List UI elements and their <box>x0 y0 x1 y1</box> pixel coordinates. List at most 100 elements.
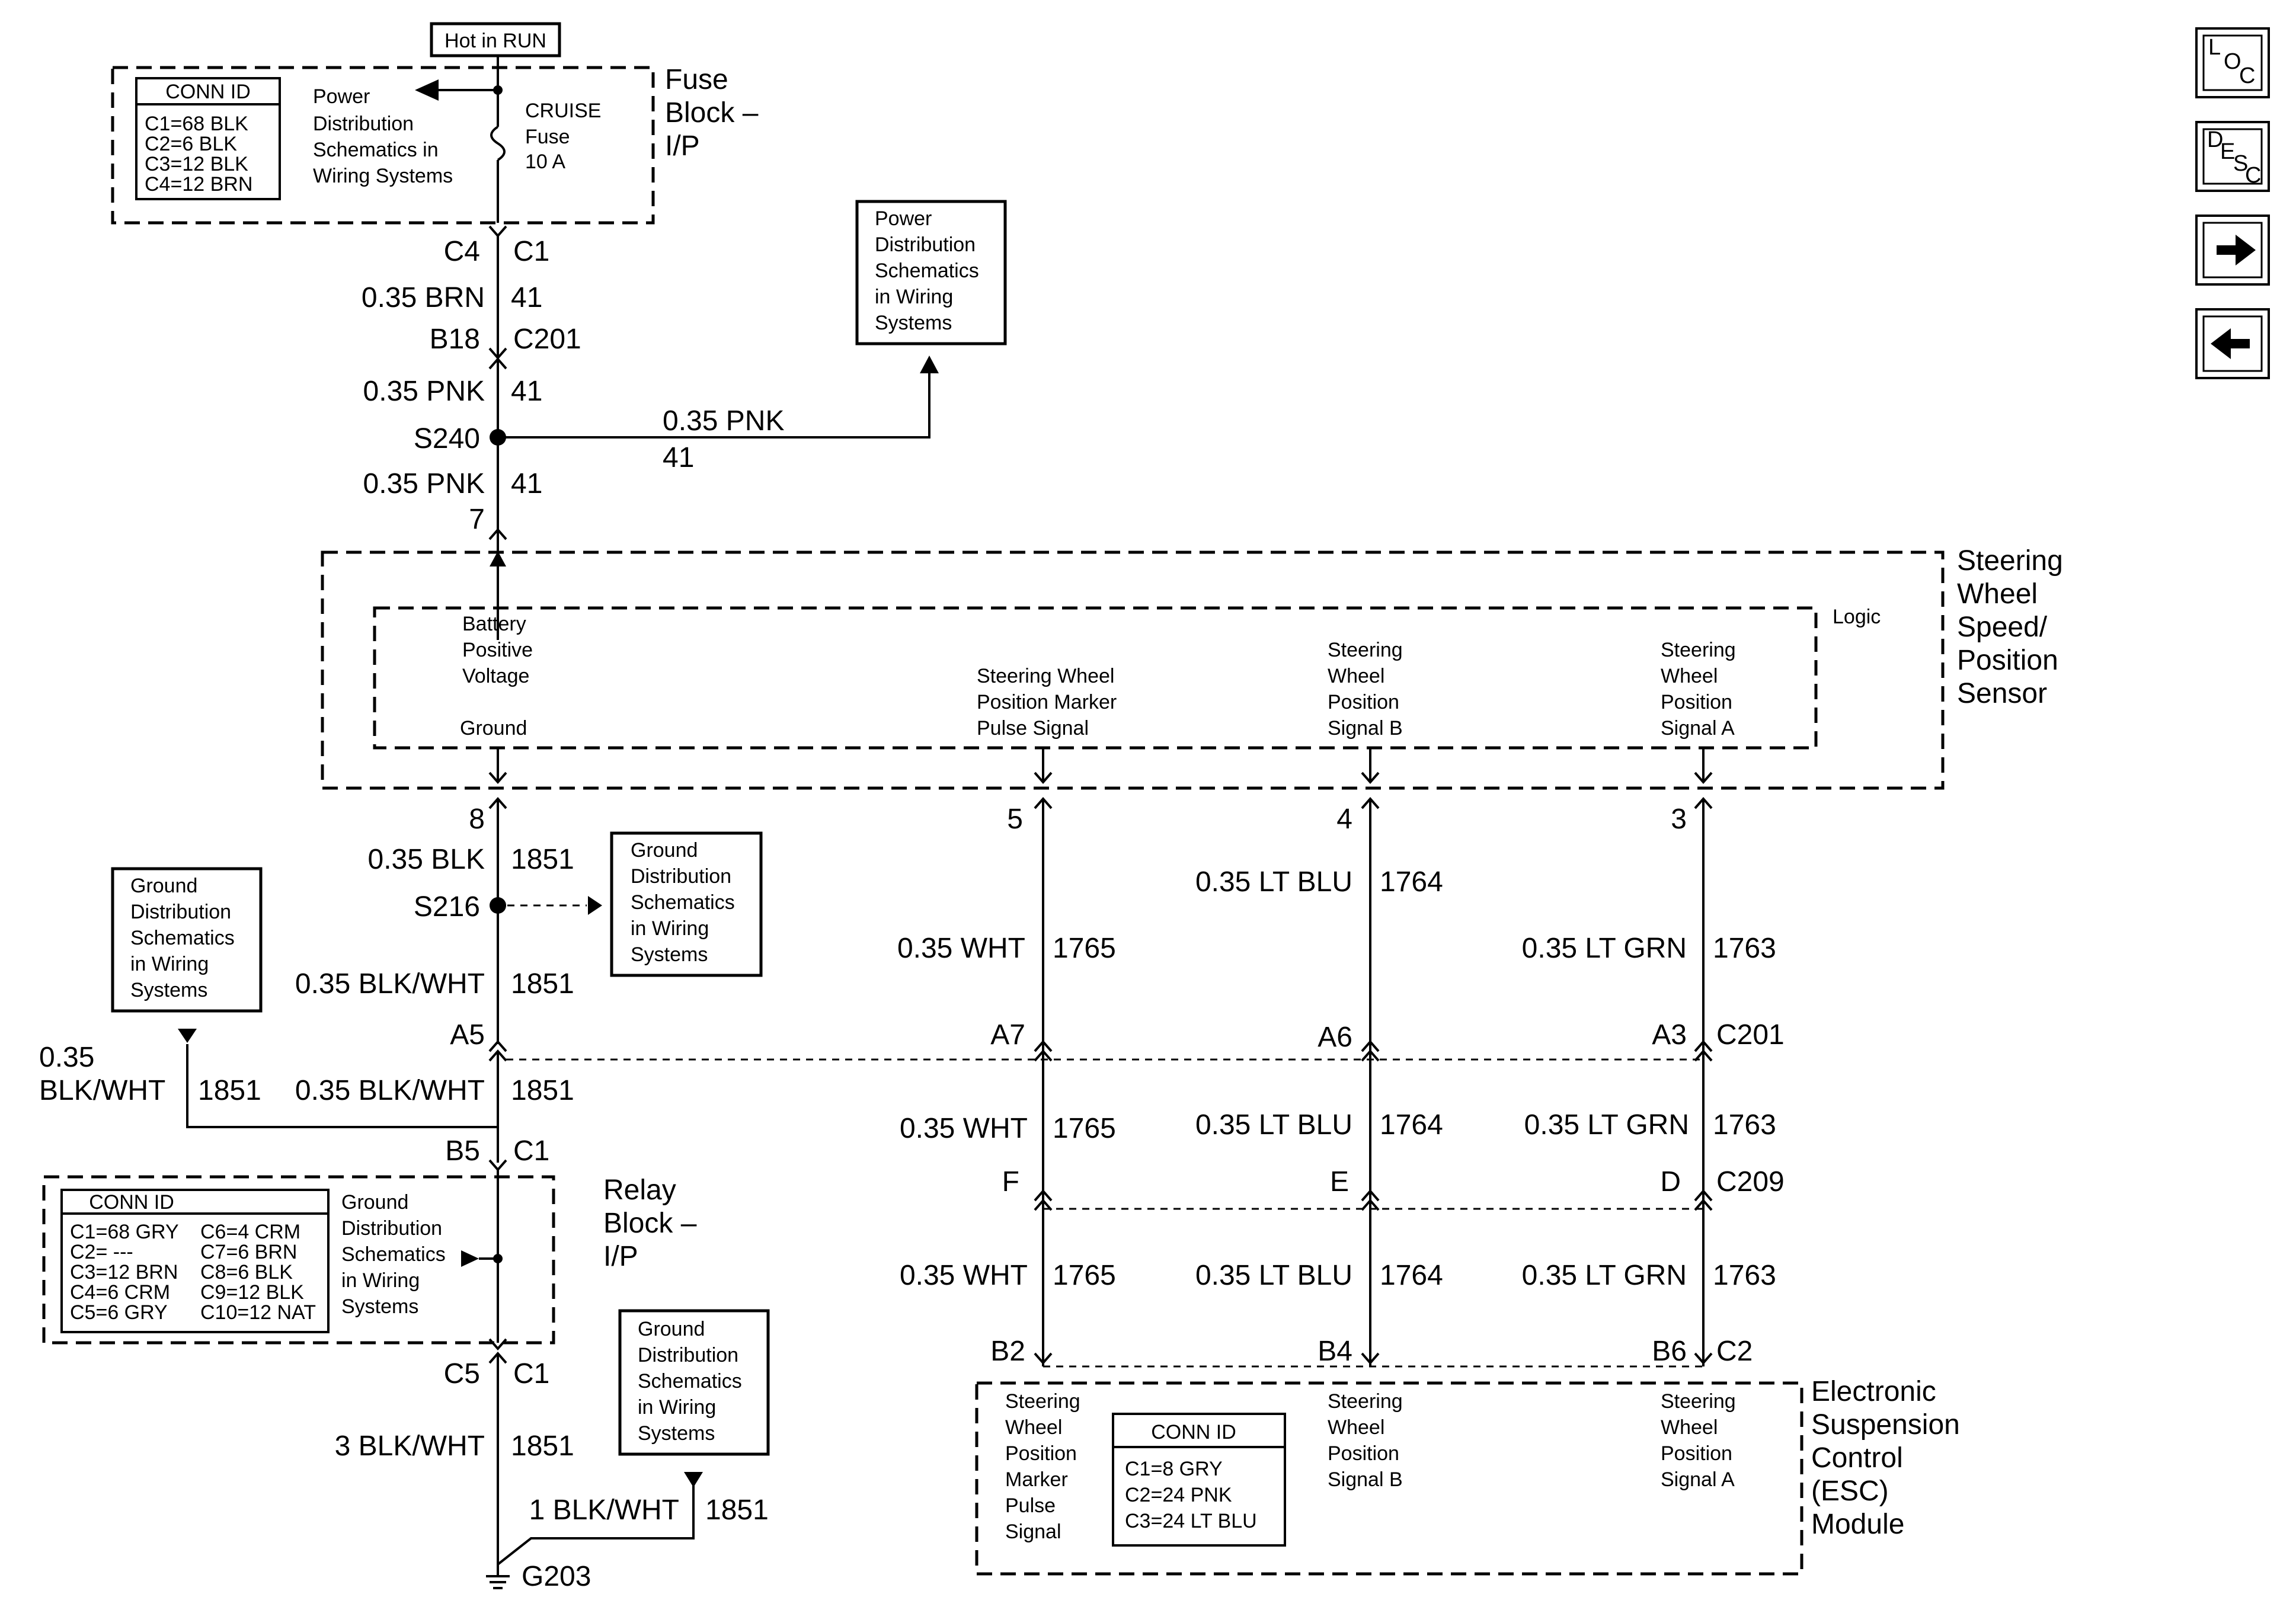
sensor-title: Position <box>1957 645 2058 676</box>
wire-circuit: 1851 <box>511 1430 574 1462</box>
wire-circuit: 1764 <box>1380 1260 1443 1291</box>
fuse-block-conn-title: CONN ID <box>165 81 251 103</box>
box-line: Distribution <box>638 1344 738 1366</box>
splice-label: S216 <box>414 891 480 923</box>
nav-buttons: L O C D E S C <box>2195 27 2270 379</box>
wire-gauge: 0.35 BRN <box>362 282 485 313</box>
hot-in-run-label: Hot in RUN <box>430 22 561 57</box>
conn-line: C2=24 PNK <box>1125 1484 1232 1506</box>
wire-circuit: 1851 <box>705 1494 769 1526</box>
sensor-label: Steering <box>1661 639 1736 661</box>
pin-number: 3 <box>1671 804 1687 835</box>
power-ref-line: Schematics in <box>313 139 439 161</box>
connector-name: C201 <box>513 324 581 355</box>
connector-pin: B5 <box>445 1135 480 1167</box>
wire-circuit: 1764 <box>1380 866 1443 898</box>
relay-block-title: I/P <box>603 1241 638 1272</box>
esc-label: Wheel <box>1005 1416 1062 1439</box>
connector-name: C201 <box>1716 1019 1785 1051</box>
wire-gauge: 0.35 WHT <box>897 933 1025 964</box>
wire-circuit: 41 <box>511 282 542 313</box>
wire-gauge: 0.35 LT BLU <box>1195 866 1352 898</box>
box-line: Systems <box>638 1422 715 1445</box>
wire-circuit: 1765 <box>1053 1113 1116 1144</box>
wire-gauge: 0.35 LT BLU <box>1195 1109 1352 1141</box>
wire-gauge: 0.35 PNK <box>363 376 485 407</box>
wire-gauge: 0.35 WHT <box>900 1260 1028 1291</box>
box-line: Schematics <box>638 1370 742 1393</box>
sensor-label: Voltage <box>462 665 529 687</box>
wire-circuit: 41 <box>511 376 542 407</box>
esc-label: Steering <box>1328 1390 1403 1413</box>
connector-pin: A7 <box>990 1019 1025 1051</box>
desc-button[interactable]: D E S C <box>2195 121 2270 192</box>
wire-gauge: BLK/WHT <box>39 1075 165 1106</box>
wire-circuit: 1763 <box>1713 933 1776 964</box>
sensor-label: Signal B <box>1328 717 1403 740</box>
relay-block-title: Relay <box>603 1174 676 1206</box>
ground-distribution-box: Ground Distribution Schematics in Wiring… <box>610 831 763 977</box>
pin-number: 5 <box>1007 804 1023 835</box>
logic-label: Logic <box>1833 606 1881 628</box>
sensor-title: Steering <box>1957 545 2063 577</box>
splice-label: S240 <box>414 423 480 454</box>
esc-label: Wheel <box>1661 1416 1718 1439</box>
esc-module: Steering Wheel Position Marker Pulse Sig… <box>975 1376 1960 1576</box>
box-line: in Wiring <box>631 917 709 940</box>
wire-circuit: 1763 <box>1713 1260 1776 1291</box>
sensor-label: Position Marker <box>977 691 1117 713</box>
ground-ref-line: in Wiring <box>341 1269 420 1292</box>
desc-icon: D <box>2207 127 2223 152</box>
ground-distribution-box-left: Ground Distribution Schematics in Wiring… <box>111 867 263 1013</box>
esc-title: Suspension <box>1811 1409 1960 1441</box>
box-line: Distribution <box>130 901 231 923</box>
relay-conn-title: CONN ID <box>89 1191 174 1214</box>
wire-gauge: 3 BLK/WHT <box>335 1430 485 1462</box>
box-line: in Wiring <box>130 953 209 975</box>
conn-line: C6=4 CRM <box>200 1221 300 1243</box>
connector-name: C1 <box>513 236 549 267</box>
box-line: Systems <box>130 979 207 1001</box>
connector-name: C209 <box>1716 1166 1785 1198</box>
box-line: Ground <box>638 1318 705 1340</box>
box-line: Systems <box>875 312 952 334</box>
sensor-title: Wheel <box>1957 578 2038 610</box>
power-distribution-box: Power Distribution Schematics in Wiring … <box>855 200 1007 345</box>
wire-gauge: 0.35 BLK <box>368 844 485 875</box>
wire-circuit: 1763 <box>1713 1109 1776 1141</box>
fuse-block-conn-id <box>135 77 281 200</box>
connector-pin: D <box>1660 1166 1681 1198</box>
conn-line: C3=12 BLK <box>145 153 248 175</box>
wire-gauge: 0.35 LT BLU <box>1195 1260 1352 1291</box>
conn-line: C10=12 NAT <box>200 1301 316 1324</box>
next-button[interactable] <box>2195 215 2270 286</box>
arrow-down-icon <box>178 1029 197 1043</box>
loc-button[interactable]: L O C <box>2195 27 2270 98</box>
box-line: Ground <box>130 875 197 897</box>
wire-gauge: 0.35 <box>39 1042 94 1073</box>
prev-button[interactable] <box>2195 308 2270 379</box>
conn-line: C4=12 BRN <box>145 173 252 196</box>
signal-column-a: 3 0.35 LT GRN 1763 A3 C201 0.35 LT GRN 1… <box>1522 796 1785 1367</box>
desc-letter: E <box>2220 139 2235 164</box>
box-line: Schematics <box>875 260 979 282</box>
fuse-block-title: Block – <box>665 97 759 129</box>
sensor-label: Steering <box>1328 639 1403 661</box>
wire-circuit: 41 <box>663 442 694 473</box>
wire-circuit: 41 <box>511 468 542 500</box>
esc-label: Position <box>1661 1442 1732 1465</box>
wire-circuit: 1765 <box>1053 1260 1116 1291</box>
conn-line: C3=24 LT BLU <box>1125 1510 1257 1532</box>
esc-conn-title: CONN ID <box>1151 1421 1236 1443</box>
esc-label: Signal B <box>1328 1468 1403 1491</box>
arrow-right-icon <box>2217 235 2256 265</box>
conn-line: C5=6 GRY <box>70 1301 168 1324</box>
wire-gauge: 0.35 PNK <box>363 468 485 500</box>
power-ref-line: Power <box>313 85 370 108</box>
conn-line: C8=6 BLK <box>200 1261 293 1283</box>
esc-label: Steering <box>1005 1390 1080 1413</box>
connector-pin: B18 <box>430 324 480 355</box>
wire-circuit: 1764 <box>1380 1109 1443 1141</box>
connector-pin: E <box>1330 1166 1349 1198</box>
relay-block: CONN ID C1=68 GRY C2= --- C3=12 BRN C4=6… <box>42 1170 697 1345</box>
